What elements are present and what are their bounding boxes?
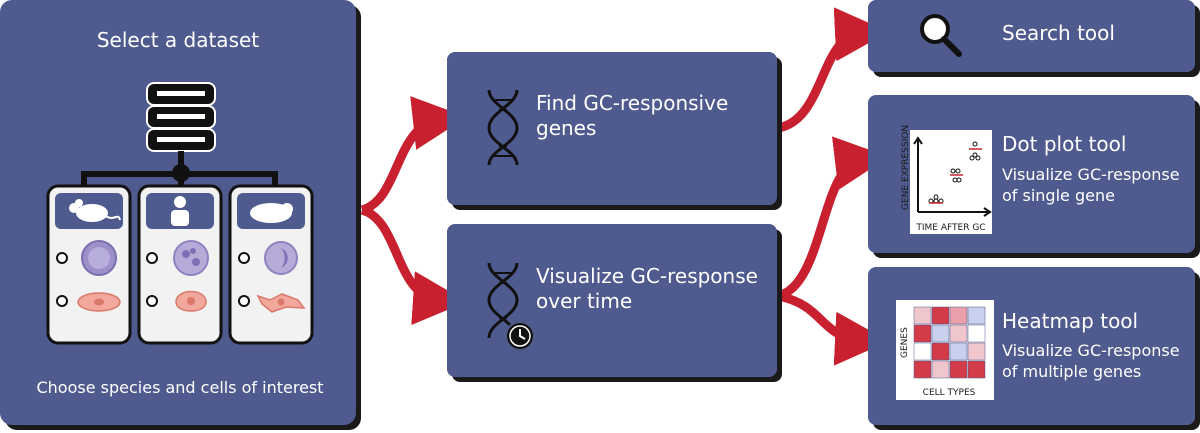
fibroblast-icon (256, 293, 306, 313)
dataset-title: Select a dataset (97, 28, 259, 52)
visualize-time-title-1: Visualize GC-response (536, 264, 758, 288)
heatmap-cell (949, 360, 968, 379)
arrow-to-heatmap-tool (777, 291, 889, 366)
heatmap-cell (949, 324, 968, 343)
radio-mouse-cell-2[interactable] (56, 295, 68, 307)
heatmap-cell (931, 342, 950, 361)
visualize-time-card[interactable]: Visualize GC-response over time (447, 224, 782, 382)
search-tool-card[interactable]: Search tool (868, 0, 1200, 77)
dna-clock-icon (487, 262, 535, 351)
radio-mouse-cell-1[interactable] (56, 252, 68, 264)
dot-plot-x-label: TIME AFTER GC (915, 223, 985, 233)
dot-plot-desc-1: Visualize GC-response (1002, 165, 1180, 184)
heatmap-cell (967, 360, 986, 379)
dataset-panel[interactable]: Select a dataset (0, 0, 361, 430)
heatmap-cell (967, 306, 986, 325)
dot-plot-desc-2: of single gene (1002, 186, 1115, 205)
radio-human-cell-2[interactable] (146, 295, 158, 307)
flow-arrows (360, 7, 889, 366)
heatmap-cell (913, 360, 932, 379)
radio-guinea-pig-cell-1[interactable] (238, 252, 250, 264)
database-icon (146, 82, 216, 152)
immune-cell-icon (264, 241, 298, 275)
heatmap-cell (949, 342, 968, 361)
heatmap-cell (931, 306, 950, 325)
heatmap-tool-card[interactable]: GENES CELL TYPES Heatmap tool Visualize … (868, 267, 1200, 430)
heatmap-cell (967, 342, 986, 361)
immune-cell-icon (173, 240, 209, 276)
radio-guinea-pig-cell-2[interactable] (238, 295, 250, 307)
heatmap-cell (913, 306, 932, 325)
visualize-time-title-2: over time (536, 289, 632, 313)
human-icon (171, 196, 189, 226)
arrow-to-visualize-time (360, 205, 467, 326)
heatmap-desc-1: Visualize GC-response (1002, 341, 1180, 360)
arrow-to-search-tool (776, 7, 889, 133)
dot-plot-y-label: GENE EXPRESSION (901, 125, 911, 210)
dna-icon (487, 89, 519, 166)
heatmap-cell (949, 306, 968, 325)
guinea-pig-icon (250, 203, 293, 223)
radio-human-cell-1[interactable] (146, 252, 158, 264)
heatmap-cell (967, 324, 986, 343)
connector-node (172, 164, 190, 182)
search-tool-title: Search tool (1002, 21, 1115, 45)
immune-cell-icon (81, 240, 117, 276)
find-genes-title-1: Find GC-responsive (536, 91, 728, 115)
heatmap-title: Heatmap tool (1002, 309, 1138, 333)
heatmap-grid (913, 306, 986, 379)
arrow-to-find-genes (360, 96, 467, 215)
heatmap-x-label: CELL TYPES (923, 388, 976, 398)
fibroblast-icon (77, 292, 121, 312)
species-card-human[interactable] (137, 184, 223, 345)
heatmap-cell (913, 324, 932, 343)
heatmap-y-label: GENES (900, 327, 910, 358)
species-card-guinea-pig[interactable] (228, 184, 314, 345)
heatmap-cell (913, 342, 932, 361)
find-genes-title-2: genes (536, 116, 596, 140)
heatmap-cell (931, 324, 950, 343)
find-genes-card[interactable]: Find GC-responsive genes (447, 52, 782, 210)
dot-plot-icon: GENE EXPRESSION TIME AFTER GC (901, 125, 992, 234)
heatmap-desc-2: of multiple genes (1002, 362, 1141, 381)
dataset-caption: Choose species and cells of interest (36, 378, 323, 397)
magnifier-icon (920, 14, 962, 57)
dot-plot-title: Dot plot tool (1002, 132, 1126, 156)
epithelial-cell-icon (175, 290, 207, 312)
mouse-icon (69, 199, 121, 222)
heatmap-cell (931, 360, 950, 379)
species-card-mouse[interactable] (46, 184, 132, 345)
arrow-to-dot-plot-tool (776, 136, 889, 301)
dot-plot-tool-card[interactable]: GENE EXPRESSION TIME AFTER GC Dot plot t… (868, 95, 1200, 258)
heatmap-icon: GENES CELL TYPES (896, 300, 994, 400)
